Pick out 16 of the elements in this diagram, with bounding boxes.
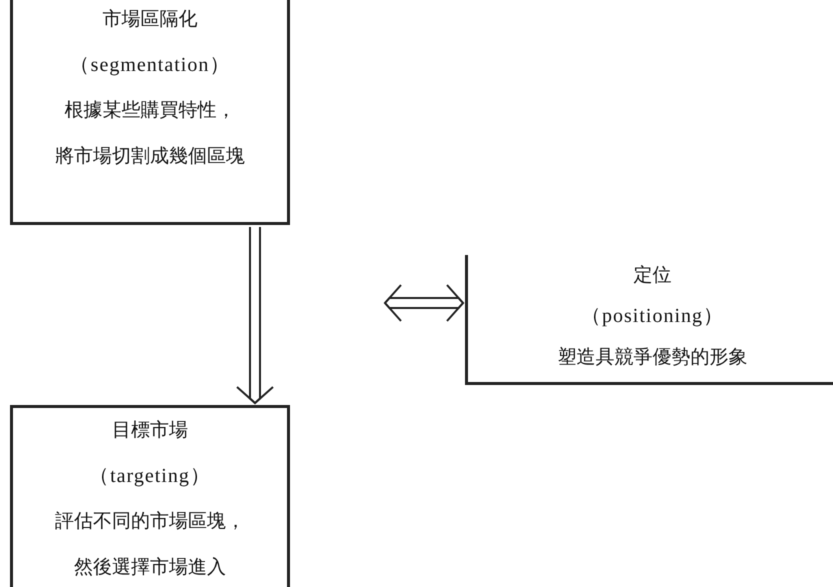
description-text: 評估不同的市場區塊， — [55, 509, 245, 534]
box-heading: 市場區隔化 — [102, 7, 198, 32]
concept-box — [10, 405, 290, 587]
box-heading: 定位 — [634, 263, 672, 288]
double-arrow — [236, 226, 274, 404]
concept-box — [10, 0, 290, 225]
english-term: （segmentation） — [70, 52, 230, 78]
english-term: （targeting） — [89, 464, 211, 488]
concept-box — [465, 255, 833, 385]
double-arrow — [384, 284, 464, 322]
description-text: 將市場切割成幾個區塊 — [55, 144, 245, 168]
english-term: （positioning） — [580, 304, 724, 329]
description-text: 塑造具競爭優勢的形象 — [558, 345, 748, 370]
description-text: 然後選擇市場進入 — [74, 554, 226, 580]
description-text: 根據某些購買特性， — [64, 98, 236, 123]
box-heading: 目標市場 — [112, 418, 188, 443]
